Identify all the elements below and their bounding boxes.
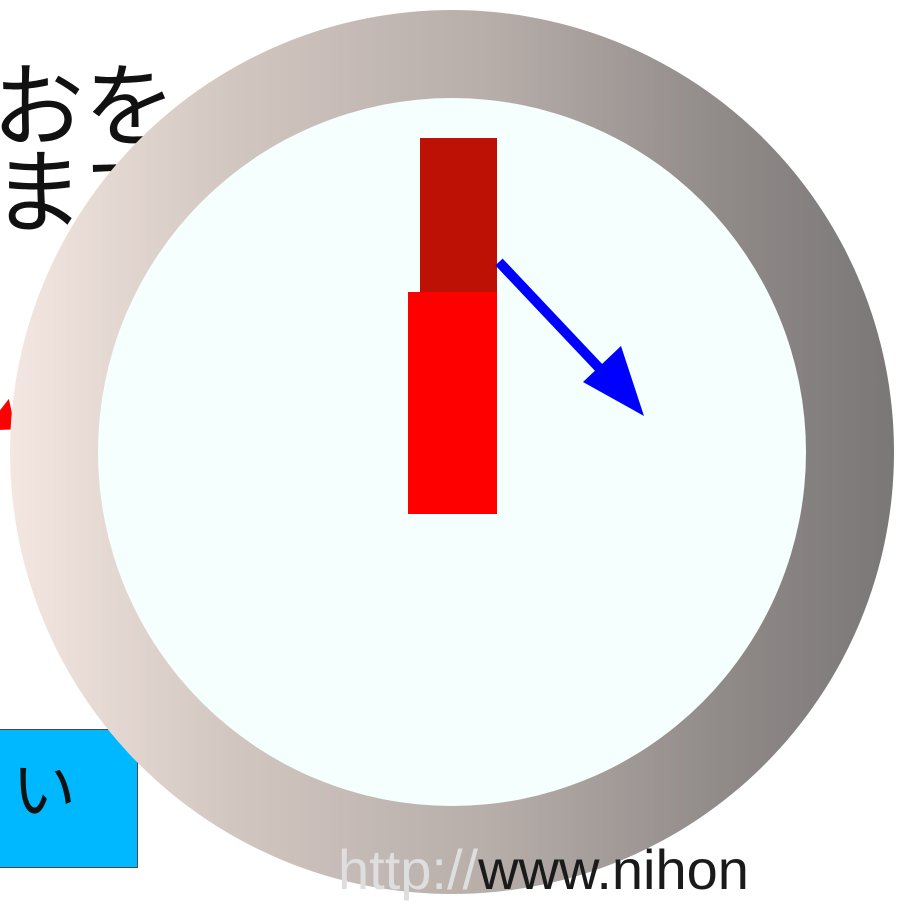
hour-hand-upper bbox=[420, 138, 497, 298]
hour-hand-lower bbox=[408, 292, 497, 514]
website-url: http://www.nihon bbox=[338, 842, 749, 898]
website-url-main: www.nihon bbox=[478, 838, 749, 901]
minute-hand-arrow-shaft bbox=[499, 262, 602, 371]
website-url-prefix: http:// bbox=[338, 838, 478, 901]
